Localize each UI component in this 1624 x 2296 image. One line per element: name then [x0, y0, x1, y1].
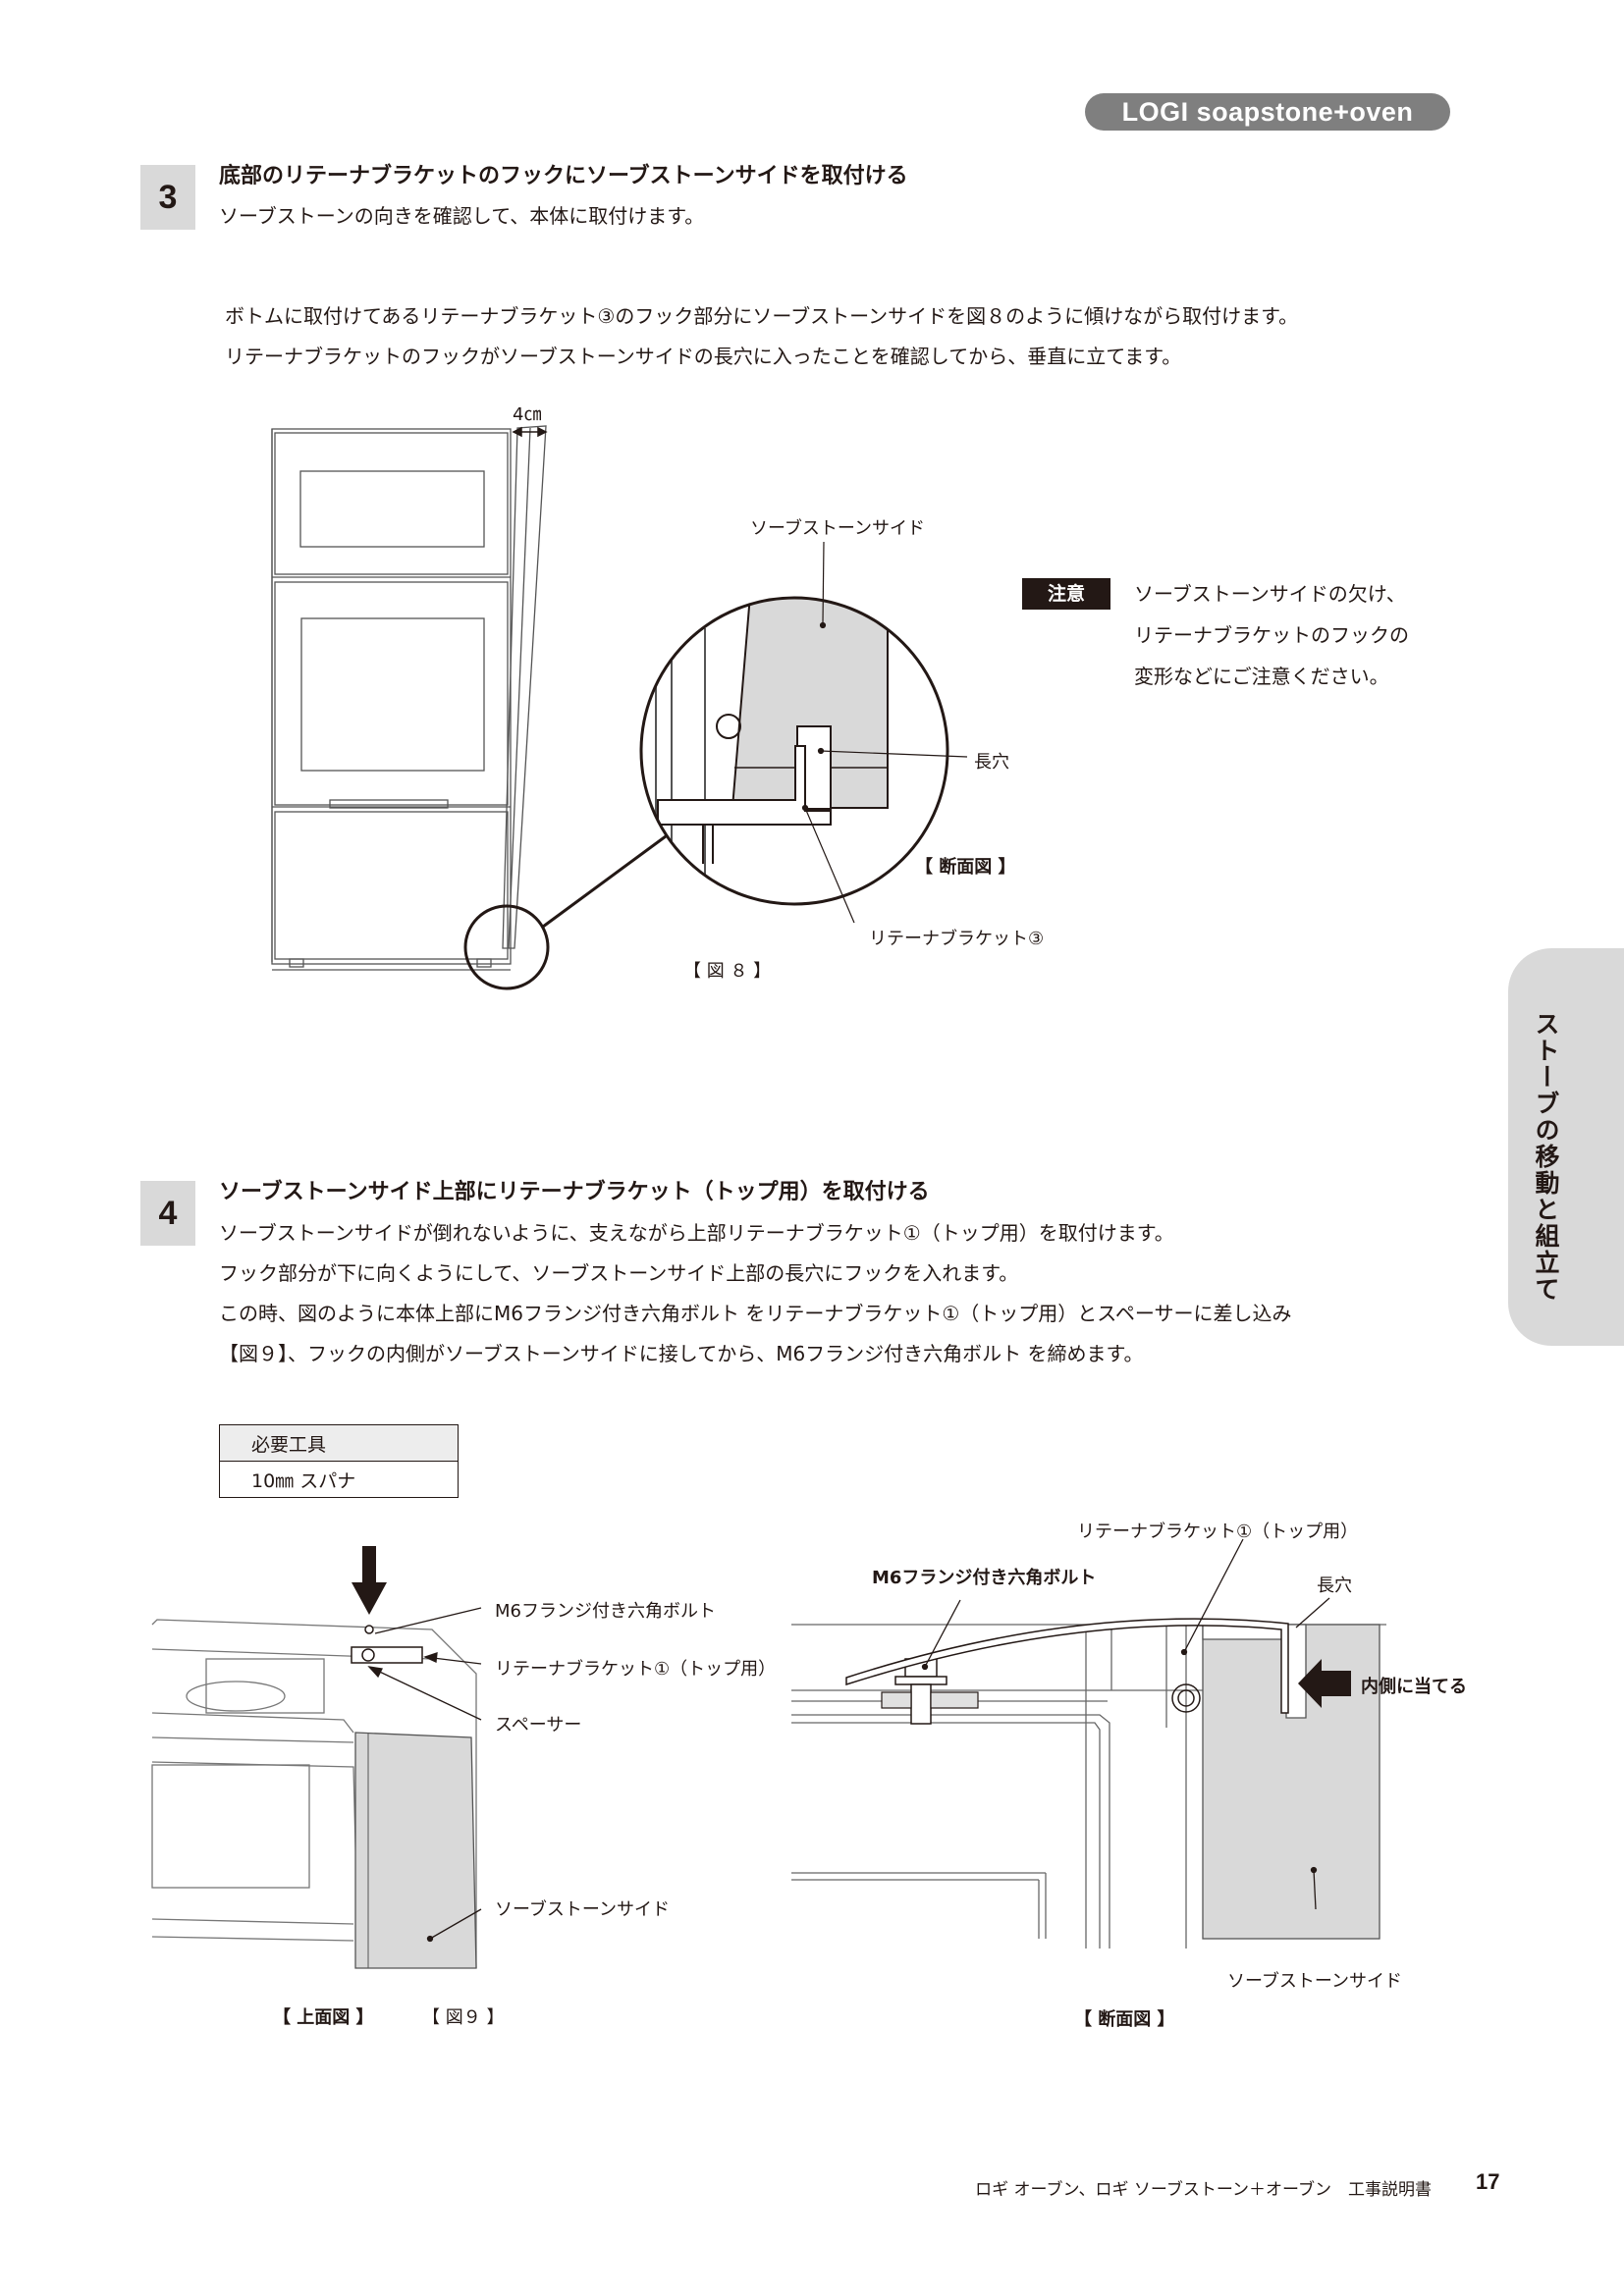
- step4-body-line-4: 【図９】、フックの内側がソーブストーンサイドに接してから、M6フランジ付き六角ボ…: [219, 1342, 1144, 1365]
- retainer-bracket-3-label: リテーナブラケット③: [869, 929, 1045, 949]
- page-number: 17: [1476, 2169, 1500, 2194]
- step4-body-line-2: フック部分が下に向くようにして、ソーブストーンサイド上部の長穴にフックを入れます…: [219, 1261, 1019, 1285]
- required-tools-table: 必要工具 10㎜ スパナ: [219, 1424, 459, 1498]
- bolt-label-top-view: M6フランジ付き六角ボルト: [495, 1601, 716, 1622]
- step3-subtitle: ソーブストーンの向きを確認して、本体に取付けます。: [219, 204, 705, 228]
- soapstone-side-label: ソーブストーンサイド: [750, 518, 926, 539]
- press-inside-label: 内側に当てる: [1361, 1677, 1467, 1697]
- soapstone-side-label-top-view: ソーブストーンサイド: [495, 1899, 671, 1920]
- slot-label: 長穴: [974, 752, 1009, 773]
- bolt-label-section: M6フランジ付き六角ボルト: [872, 1568, 1097, 1588]
- slot-label-section: 長穴: [1317, 1575, 1352, 1596]
- top-view-label: 【 上面図 】: [273, 2007, 374, 2028]
- caution-line-2: リテーナブラケットのフックの: [1134, 623, 1409, 647]
- step4-body-line-3: この時、図のように本体上部にM6フランジ付き六角ボルト をリテーナブラケット①（…: [219, 1302, 1292, 1325]
- section-view-label: 【 断面図 】: [915, 857, 1016, 878]
- soapstone-side-label-section: ソーブストーンサイド: [1227, 1971, 1403, 1992]
- caution-badge: 注意: [1022, 578, 1110, 610]
- step-number-3: 3: [140, 165, 195, 230]
- chapter-side-tab-label: ストーブの移動と組立て: [1532, 1011, 1560, 1303]
- brand-badge: LOGI soapstone+oven: [1085, 93, 1450, 131]
- footer-document-title: ロギ オーブン、ロギ ソーブストーン＋オーブン 工事説明書: [975, 2180, 1432, 2200]
- step3-body-line-1: ボトムに取付けてあるリテーナブラケット③のフック部分にソーブストーンサイドを図８…: [225, 304, 1299, 328]
- retainer-bracket-1-label-top-view: リテーナブラケット①（トップ用）: [495, 1659, 777, 1680]
- section-view-label-fig9: 【 断面図 】: [1074, 2009, 1175, 2030]
- step4-title: ソーブストーンサイド上部にリテーナブラケット（トップ用）を取付ける: [219, 1180, 930, 1204]
- chapter-side-tab: [1508, 948, 1624, 1346]
- tools-header: 必要工具: [219, 1424, 459, 1462]
- caution-line-1: ソーブストーンサイドの欠け、: [1134, 582, 1406, 606]
- figure-8-label: 【 図 ８ 】: [683, 961, 772, 982]
- step4-body-line-1: ソーブストーンサイドが倒れないように、支えながら上部リテーナブラケット①（トップ…: [219, 1221, 1174, 1245]
- step-number-4: 4: [140, 1181, 195, 1246]
- step3-title: 底部のリテーナブラケットのフックにソーブストーンサイドを取付ける: [219, 164, 908, 188]
- retainer-bracket-1-label-section: リテーナブラケット①（トップ用）: [1077, 1522, 1359, 1542]
- caution-line-3: 変形などにご注意ください。: [1134, 665, 1389, 688]
- figure-9-label: 【 図９ 】: [422, 2007, 505, 2028]
- spacer-label: スペーサー: [495, 1715, 582, 1735]
- gap-label: 4㎝: [513, 404, 542, 425]
- tools-item: 10㎜ スパナ: [219, 1461, 459, 1498]
- step3-body-line-2: リテーナブラケットのフックがソーブストーンサイドの長穴に入ったことを確認してから…: [225, 345, 1182, 368]
